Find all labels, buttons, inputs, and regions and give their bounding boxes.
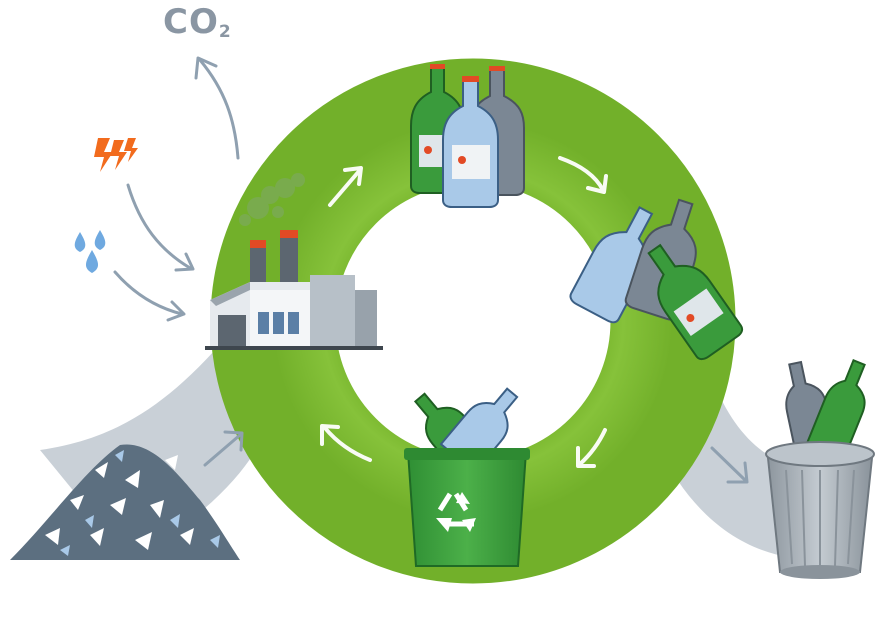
arrow-energy-to-factory [126, 183, 195, 272]
ring-arrow-top-left [328, 166, 363, 207]
used-bottles-icon [569, 198, 744, 361]
co2-icon: CO2 [163, 2, 232, 42]
glass-cullet-pile-icon [10, 444, 240, 560]
trash-can-icon [765, 358, 875, 579]
co2-base: CO [163, 2, 219, 42]
arrow-water-to-factory [113, 270, 186, 322]
co2-subscript: 2 [218, 22, 232, 42]
arrow-cullet-to-cycle [203, 430, 244, 467]
recycle-symbol-icon [436, 492, 476, 532]
arrow-cycle-to-trash [710, 446, 749, 484]
chalk-arrows [113, 56, 749, 484]
arrow-factory-to-co2 [194, 56, 240, 160]
recycling-bin-icon [404, 387, 530, 567]
factory-icon [205, 230, 383, 350]
ring-arrow-bottom-right [576, 428, 607, 468]
glass-bottles-icon [410, 64, 525, 208]
ring-arrows [320, 156, 608, 468]
ring-arrow-top-right [558, 156, 608, 194]
water-drops-icon [74, 230, 106, 273]
smoke-clouds [239, 173, 305, 226]
ring-arrow-bottom-left [320, 424, 372, 462]
lightning-icon [94, 138, 138, 172]
